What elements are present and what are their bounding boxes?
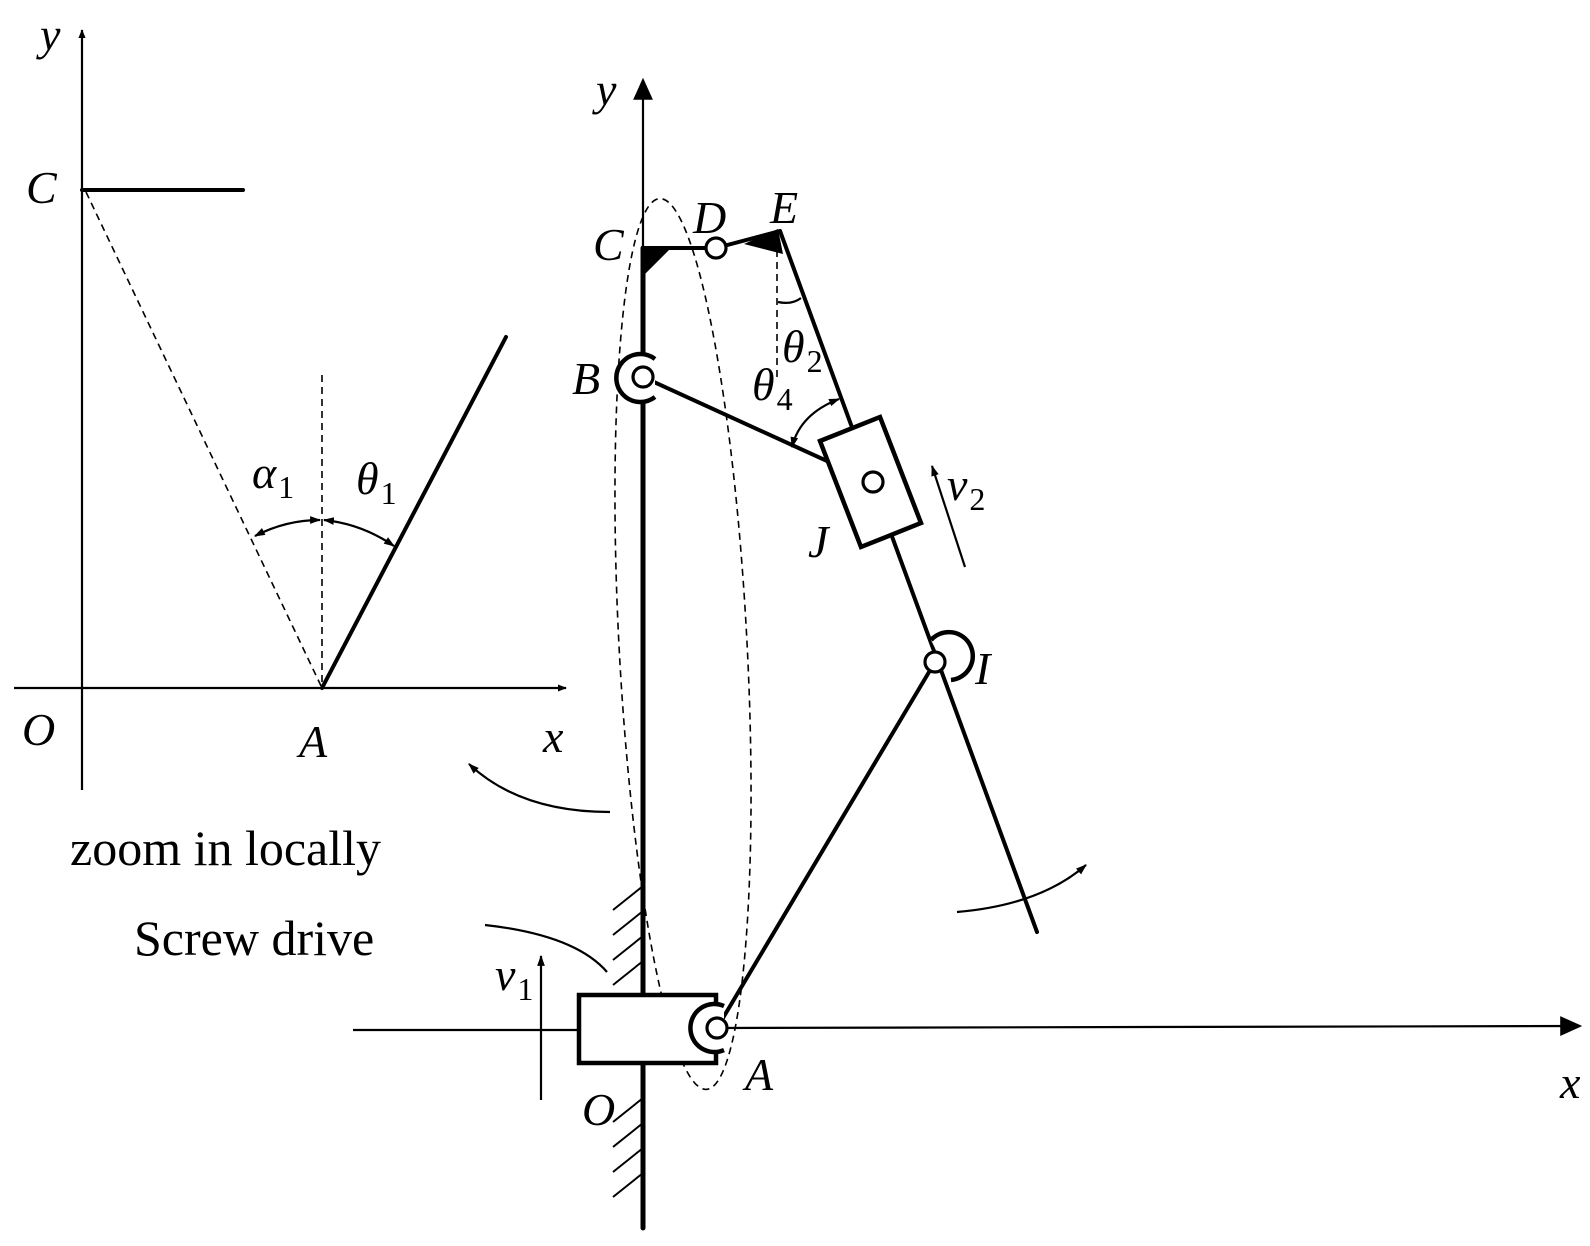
inset-c-label: C [26,162,58,213]
inset-alpha-arrow [254,516,322,537]
inset-y-label: y [36,9,61,60]
zoom-ellipse [614,197,752,1091]
inset-a-label: A [296,716,328,767]
main-mechanism: y x C D E B J I A O θ2 θ4 v2 v1 [353,64,1583,1231]
point-d-label: D [692,192,726,243]
joint-d [704,236,728,260]
joint-b [631,365,655,389]
theta4-label: θ4 [752,359,793,417]
point-a-label: A [742,1049,774,1100]
joint-j [861,470,885,494]
v2-label: v2 [947,459,985,517]
v2-arrow [930,464,967,568]
link-ai [715,660,937,1030]
inset-dashed-ca [85,191,323,689]
inset-alpha-label: α1 [252,447,294,505]
point-j-label: J [808,516,831,567]
inset-theta-label: θ1 [356,453,397,511]
rotation-arrow [956,864,1087,914]
corner-c-triangle [643,248,671,276]
zoom-caption: zoom in locally [70,820,381,876]
corner-e-triangle [744,229,783,254]
main-y-label: y [592,64,617,115]
inset-view: y C O A x α1 θ1 [14,9,567,790]
screw-caption: Screw drive [134,910,374,966]
inset-link-a [320,335,508,690]
point-o-label: O [582,1084,615,1135]
screw-pointer-line [484,923,608,973]
point-e-label: E [769,182,798,233]
ground-hatching [612,885,644,1198]
theta2-label: θ2 [782,321,823,379]
joint-a [705,1016,729,1040]
theta4-arrow [790,397,841,449]
main-x-label: x [1559,1057,1581,1108]
joint-i [923,650,947,674]
point-i-label: I [974,643,993,694]
inset-x-label: x [542,711,564,762]
point-c-label: C [593,219,625,270]
main-x-axis [714,1016,1583,1036]
theta2-arc [777,297,802,304]
inset-theta-arrow [322,517,395,547]
inset-o-label: O [22,704,55,755]
joint-i-housing [929,629,976,683]
v1-label: v1 [495,949,533,1007]
slanted-arm [778,229,1039,934]
zoom-pointer-arrow [468,763,611,814]
point-b-label: B [572,353,600,404]
